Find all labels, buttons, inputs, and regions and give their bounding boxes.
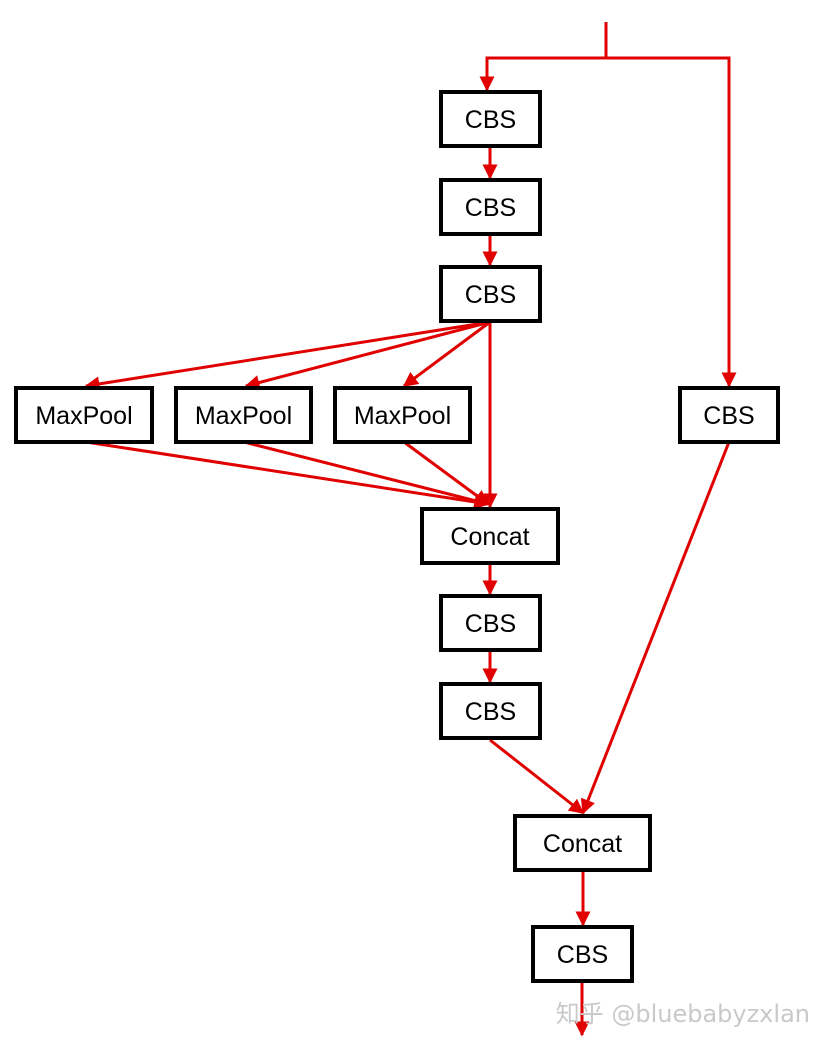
node-maxpool-2: MaxPool	[174, 386, 313, 444]
node-label: CBS	[465, 610, 516, 638]
node-box	[678, 386, 780, 444]
node-box	[174, 386, 313, 444]
node-cbs-branch: CBS	[678, 386, 780, 444]
edge-maxpool_3-to-concat_1	[403, 440, 490, 506]
node-label: CBS	[703, 402, 754, 430]
node-cbs-2: CBS	[439, 178, 542, 236]
edge-input-to-cbs_branch	[606, 56, 737, 388]
node-box	[420, 507, 560, 565]
node-box	[439, 594, 542, 652]
node-label: Concat	[450, 523, 529, 551]
node-box	[439, 178, 542, 236]
node-cbs-4: CBS	[439, 594, 542, 652]
node-concat-2: Concat	[513, 814, 652, 872]
node-label: Concat	[543, 830, 622, 858]
edge-input-to-cbs_1	[479, 22, 608, 92]
node-label: CBS	[557, 941, 608, 969]
node-label: CBS	[465, 194, 516, 222]
node-cbs-5: CBS	[439, 682, 542, 740]
edge-cbs_3-to-maxpool_1	[84, 320, 491, 392]
node-cbs-3: CBS	[439, 265, 542, 323]
node-box	[531, 925, 634, 983]
node-box	[439, 265, 542, 323]
edge-maxpool_2-to-concat_1	[243, 440, 490, 508]
node-label: MaxPool	[35, 402, 132, 430]
edge-cbs_3-to-maxpool_2	[244, 320, 491, 390]
edges-layer	[84, 22, 737, 1037]
node-box	[439, 90, 542, 148]
edge-maxpool_1-to-concat_1	[85, 440, 490, 510]
node-box	[513, 814, 652, 872]
node-maxpool-3: MaxPool	[333, 386, 472, 444]
node-label: CBS	[465, 698, 516, 726]
node-cbs-1: CBS	[439, 90, 542, 148]
node-box	[333, 386, 472, 444]
node-label: MaxPool	[195, 402, 292, 430]
node-label: CBS	[465, 106, 516, 134]
edge-cbs_5-to-concat_2	[489, 738, 585, 815]
node-label: MaxPool	[354, 402, 451, 430]
node-box	[439, 682, 542, 740]
edge-cbs_branch-to-concat_2	[580, 441, 731, 815]
node-label: CBS	[465, 281, 516, 309]
node-concat-1: Concat	[420, 507, 560, 565]
watermark-text: 知乎 @bluebabyzxlan	[556, 1000, 810, 1028]
node-box	[14, 386, 154, 444]
node-maxpool-1: MaxPool	[14, 386, 154, 444]
node-cbs-out: CBS	[531, 925, 634, 983]
edge-cbs_3-to-maxpool_3	[402, 320, 491, 388]
